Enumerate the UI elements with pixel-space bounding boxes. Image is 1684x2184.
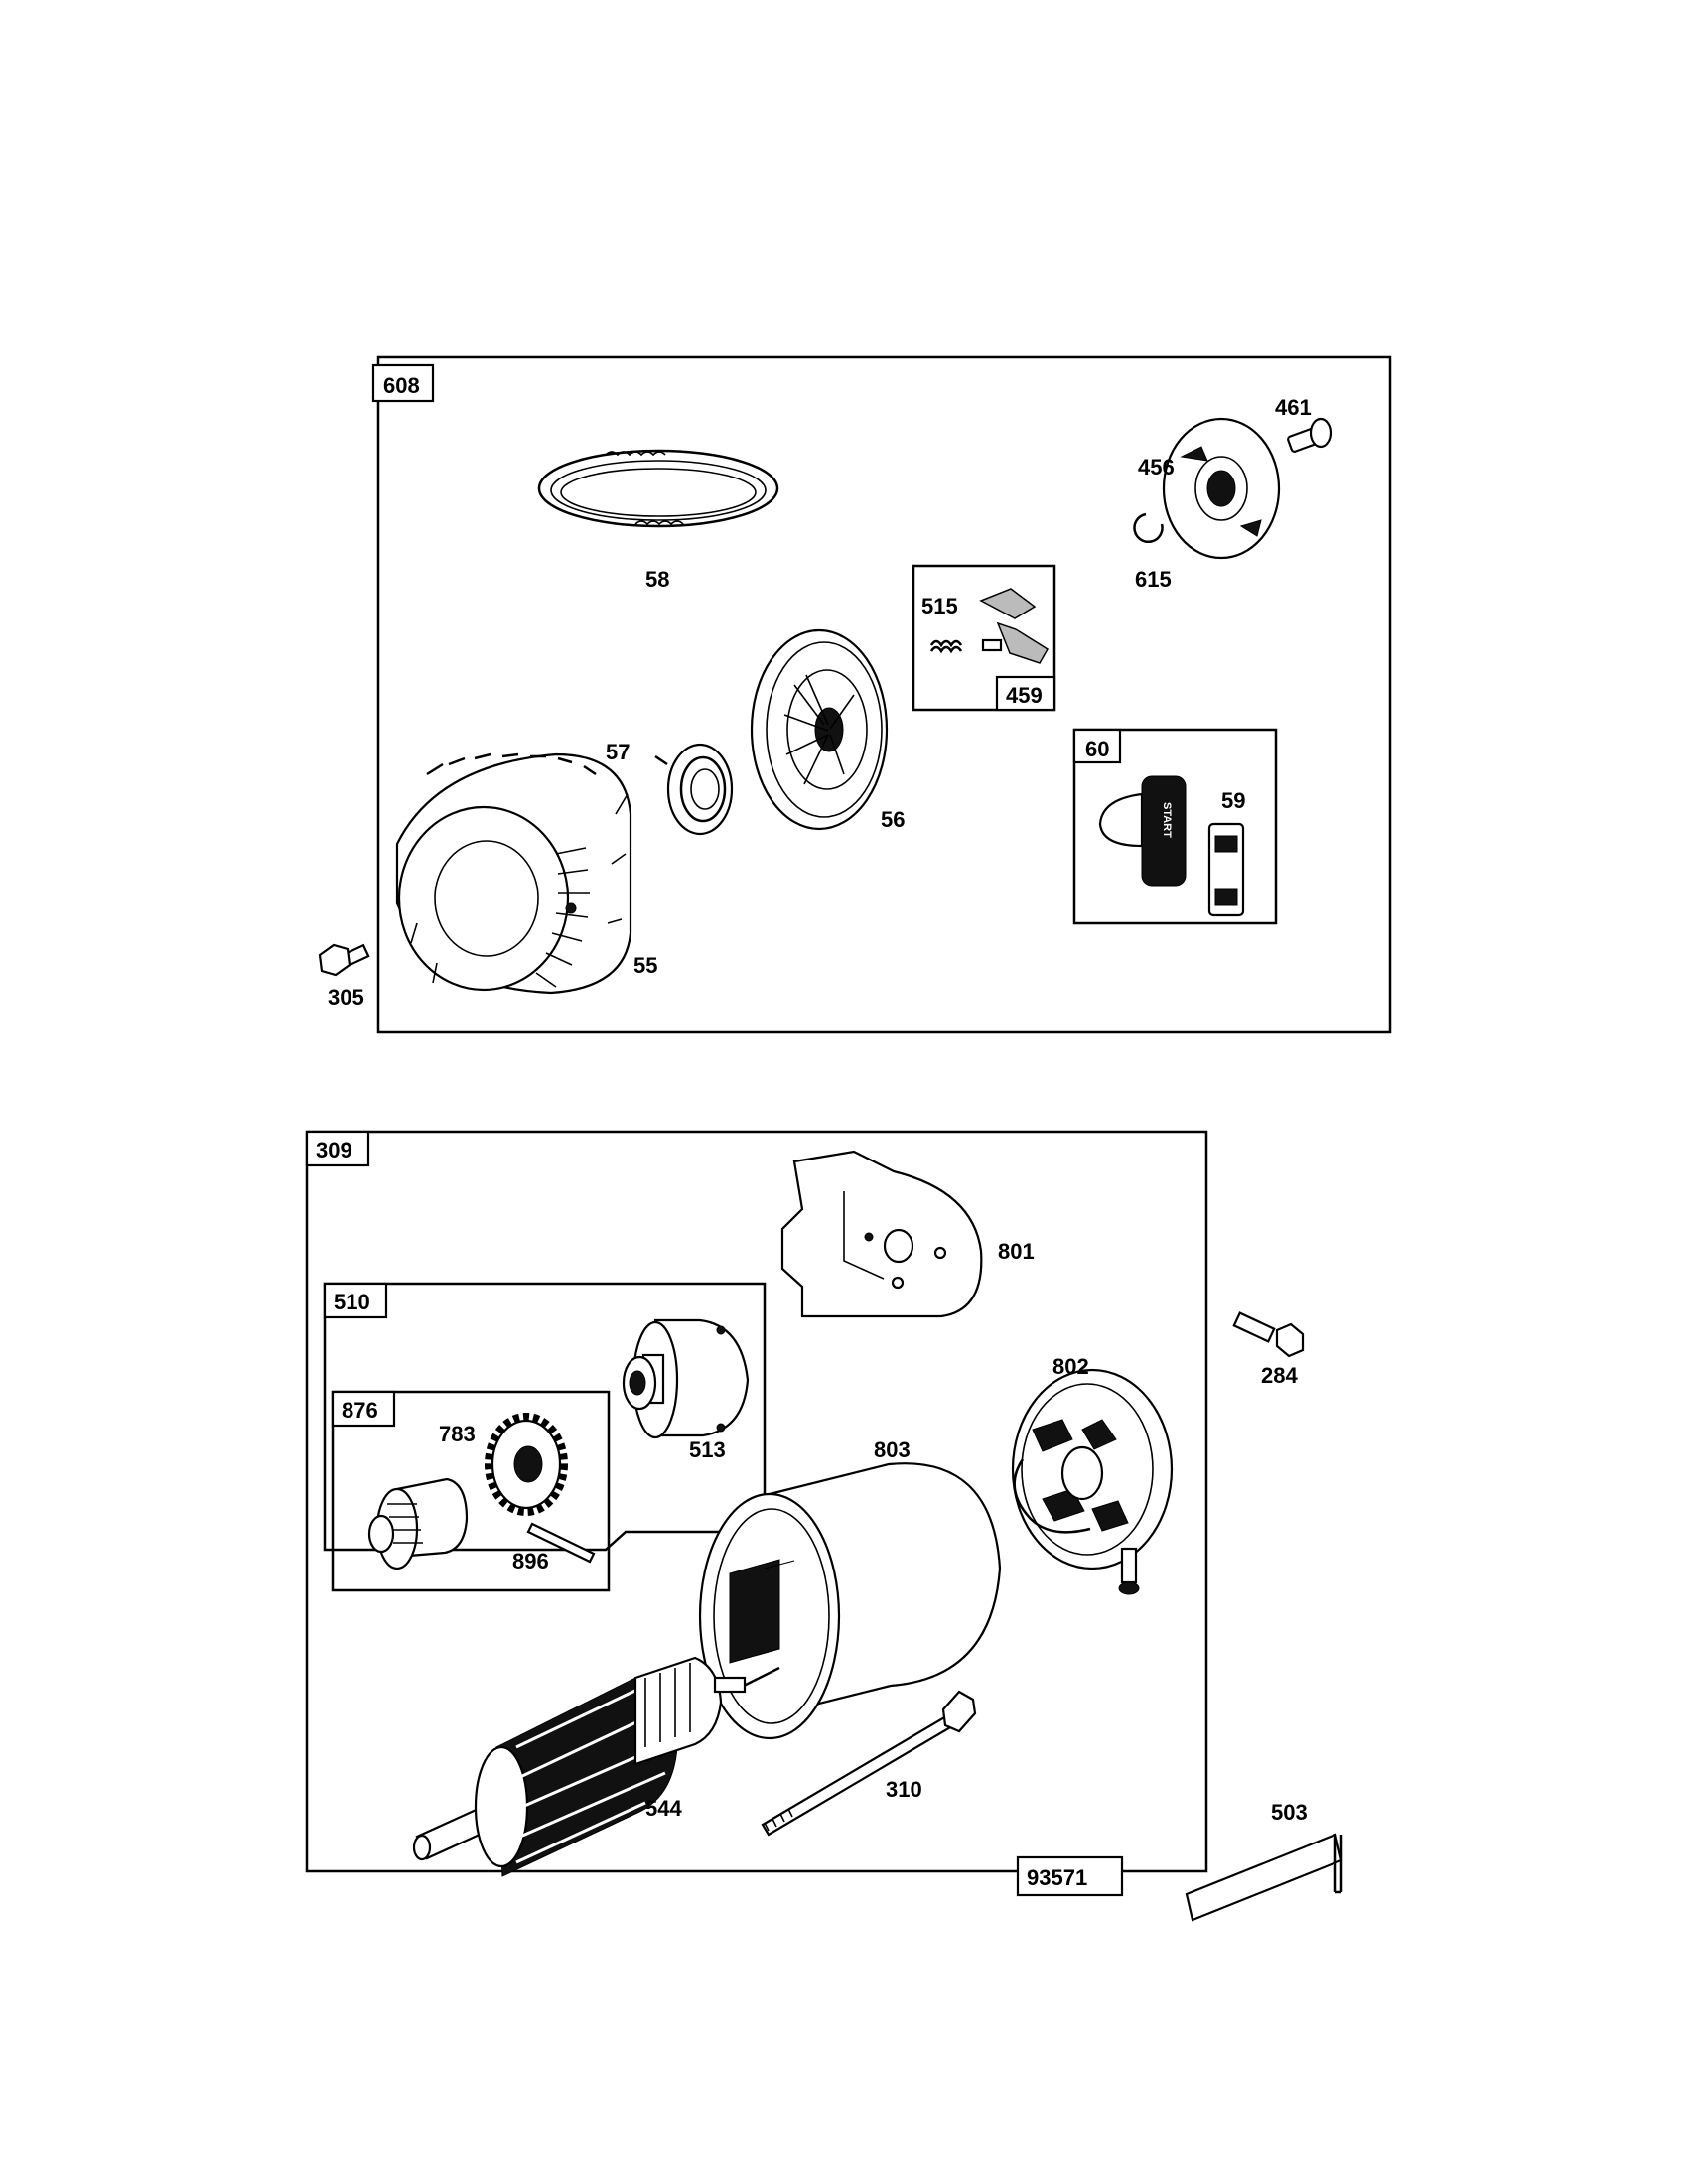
starter-handle-box [1072, 728, 1278, 925]
part-label-284: 284 [1261, 1363, 1298, 1388]
armature [412, 1656, 747, 1877]
panel-frame-608 [376, 355, 1392, 1034]
part-label-503: 503 [1271, 1800, 1308, 1825]
part-label-305: 305 [328, 985, 364, 1010]
pawl-retainer [1162, 417, 1281, 560]
starter-handle: START [1098, 775, 1187, 887]
assembly-tag-60 [1072, 728, 1122, 764]
pawl [979, 588, 1050, 664]
assembly-label-876: 876 [342, 1398, 378, 1423]
through-bolt [761, 1690, 977, 1837]
handle-start-text: START [1161, 802, 1173, 838]
drive-kit-box [331, 1390, 611, 1592]
starter-bracket [780, 1150, 983, 1318]
part-label-58: 58 [645, 567, 669, 592]
recoil-starter-panel: 608 58 461 456 615 45 [318, 355, 1392, 1034]
part-label-803: 803 [874, 1437, 911, 1462]
assembly-label-608: 608 [383, 373, 420, 398]
part-label-461: 461 [1275, 395, 1312, 420]
assembly-tag-309 [305, 1130, 370, 1167]
handle-insert [1207, 822, 1245, 917]
assembly-label-60: 60 [1085, 737, 1109, 761]
electric-starter-panel: 309 801 510 513 876 [305, 1130, 1305, 1897]
part-label-55: 55 [633, 953, 657, 978]
drive-clutch [367, 1477, 469, 1570]
pawl-spring [929, 639, 963, 654]
pinion-gear [485, 1413, 568, 1516]
part-label-783: 783 [439, 1422, 476, 1446]
assembly-label-459: 459 [1006, 683, 1043, 708]
assembly-tag-510 [323, 1282, 388, 1319]
part-label-615: 615 [1135, 567, 1172, 592]
part-label-310: 310 [886, 1777, 922, 1802]
pawl-kit-box [912, 564, 1056, 712]
housing-bolt [318, 943, 370, 977]
retaining-ring [1133, 512, 1164, 543]
assembly-tag-459 [995, 675, 1056, 712]
mounting-bolt [1232, 1311, 1305, 1358]
starter-pulley [750, 628, 889, 831]
brush-end-cap [1011, 1368, 1174, 1595]
diagram-number: 93571 [1027, 1865, 1087, 1890]
roll-pin [526, 1522, 596, 1564]
part-label-59: 59 [1221, 788, 1245, 813]
part-label-802: 802 [1052, 1354, 1089, 1379]
drive-housing [622, 1318, 750, 1439]
panel-frame-309 [305, 1130, 1208, 1873]
part-label-515: 515 [921, 594, 958, 618]
part-label-456: 456 [1138, 455, 1175, 479]
rewind-spring [654, 743, 734, 836]
part-label-56: 56 [881, 807, 905, 832]
starter-rope [537, 449, 779, 528]
diagram-number-tag [1016, 1855, 1124, 1897]
strap-bracket [1185, 1833, 1343, 1922]
drive-assembly-box [323, 1282, 767, 1552]
blower-housing [395, 752, 632, 995]
part-label-544: 544 [645, 1796, 682, 1821]
assembly-tag-608 [371, 363, 435, 403]
part-label-801: 801 [998, 1239, 1035, 1264]
assembly-tag-876 [331, 1390, 396, 1428]
assembly-label-309: 309 [316, 1138, 352, 1162]
part-label-896: 896 [512, 1549, 549, 1573]
assembly-label-510: 510 [334, 1290, 370, 1314]
shoulder-screw [1287, 417, 1333, 453]
part-label-57: 57 [606, 740, 630, 764]
part-label-513: 513 [689, 1437, 726, 1462]
